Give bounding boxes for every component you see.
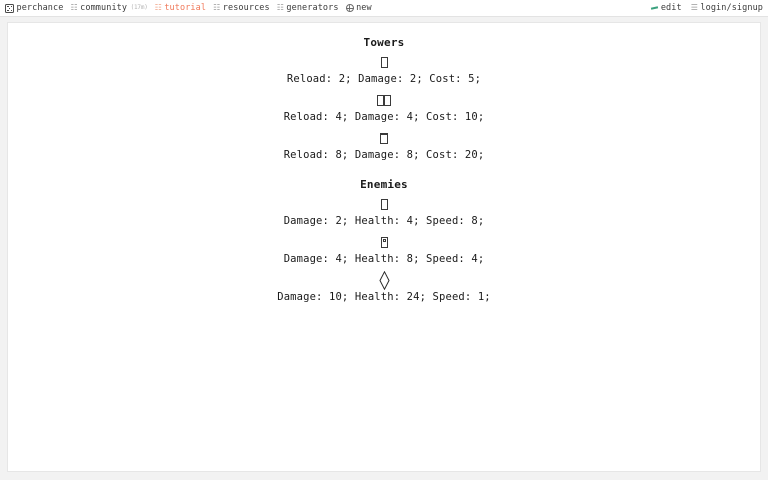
tofu-box-icon: [384, 95, 391, 106]
nav-item-generators-label: generators: [286, 2, 339, 13]
enemy-entry: Damage: 4; Health: 8; Speed: 4;: [8, 235, 760, 266]
nav-item-tutorial-label: tutorial: [164, 2, 207, 13]
book-icon: ☷: [154, 3, 162, 12]
section-title-enemies: Enemies: [360, 178, 408, 191]
user-icon: ☰: [690, 3, 698, 12]
book-icon: ☷: [213, 3, 221, 12]
tower-stats-2: Reload: 4; Damage: 4; Cost: 10;: [283, 111, 485, 123]
enemy-entry: Damage: 2; Health: 4; Speed: 8;: [8, 197, 760, 228]
section-spacer: [8, 162, 760, 173]
tower-entry: Reload: 4; Damage: 4; Cost: 10;: [8, 93, 760, 124]
nav-item-community-label: community: [80, 2, 128, 13]
nav-item-resources[interactable]: ☷ resources: [213, 4, 270, 13]
tower-glyph-2: [8, 93, 760, 108]
enemy-glyph-1: [8, 197, 760, 212]
tofu-box-overline-icon: [380, 133, 388, 144]
generator-output-panel: Towers Reload: 2; Damage: 2; Cost: 5; Re…: [7, 22, 761, 472]
top-navigation-bar: perchance ☷ community (17m) ☷ tutorial ☷…: [0, 0, 768, 17]
tower-entry: Reload: 8; Damage: 8; Cost: 20;: [8, 131, 760, 162]
login-signup-label: login/signup: [700, 2, 763, 13]
tofu-box-icon: [377, 95, 384, 106]
generator-content: Towers Reload: 2; Damage: 2; Cost: 5; Re…: [8, 37, 760, 304]
enemy-glyph-2: [8, 235, 760, 250]
enemy-glyph-3: [8, 271, 760, 290]
enemy-stats-3: Damage: 10; Health: 24; Speed: 1;: [277, 291, 491, 303]
nav-item-generators[interactable]: ☷ generators: [277, 4, 339, 13]
book-icon: ☷: [70, 3, 78, 12]
nav-right-group: edit ☰ login/signup: [651, 4, 763, 13]
section-title-towers: Towers: [363, 36, 405, 49]
enemy-stats-2: Damage: 4; Health: 8; Speed: 4;: [283, 253, 485, 265]
nav-item-community[interactable]: ☷ community (17m): [70, 4, 147, 13]
enemy-stats-1: Damage: 2; Health: 4; Speed: 8;: [283, 215, 485, 227]
login-signup-link[interactable]: ☰ login/signup: [691, 4, 763, 13]
tower-stats-1: Reload: 2; Damage: 2; Cost: 5;: [286, 73, 482, 85]
nav-item-tutorial[interactable]: ☷ tutorial: [155, 4, 206, 13]
tower-stats-3: Reload: 8; Damage: 8; Cost: 20;: [283, 149, 485, 161]
globe-icon: [345, 4, 354, 12]
tower-entry: Reload: 2; Damage: 2; Cost: 5;: [8, 55, 760, 86]
nav-left-group: perchance ☷ community (17m) ☷ tutorial ☷…: [5, 2, 651, 13]
community-time-badge: (17m): [130, 4, 148, 11]
tofu-box-icon: [380, 57, 388, 68]
nav-item-new-label: new: [356, 2, 372, 13]
perchance-logo-icon: [5, 3, 14, 13]
book-icon: ☷: [276, 3, 284, 12]
nav-item-new[interactable]: new: [345, 2, 372, 13]
pencil-icon: [651, 6, 659, 10]
tofu-box-icon: [380, 199, 388, 210]
enemy-entry: Damage: 10; Health: 24; Speed: 1;: [8, 271, 760, 304]
page-background: Towers Reload: 2; Damage: 2; Cost: 5; Re…: [0, 17, 768, 480]
diamond-icon: [378, 271, 390, 290]
nav-item-resources-label: resources: [222, 2, 270, 13]
edit-button[interactable]: edit: [651, 2, 682, 13]
tower-glyph-3: [8, 131, 760, 146]
nav-item-perchance-label: perchance: [16, 2, 64, 13]
tofu-box-icon: [380, 237, 388, 248]
tower-glyph-1: [8, 55, 760, 70]
edit-button-label: edit: [660, 2, 682, 13]
nav-item-perchance[interactable]: perchance: [5, 2, 64, 13]
